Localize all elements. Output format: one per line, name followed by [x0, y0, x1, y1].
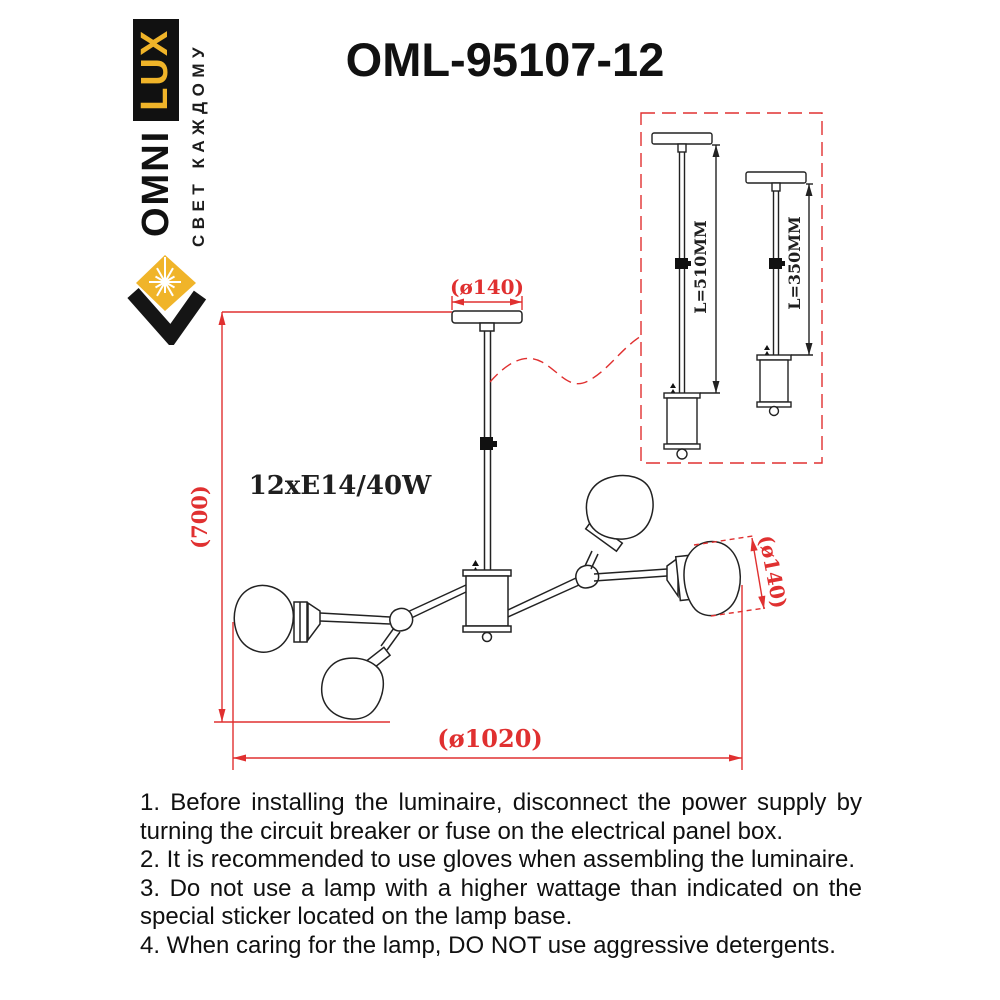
left-arm: [293, 584, 467, 680]
dimension-shade-diameter: [693, 535, 766, 617]
down-rod: [483, 331, 492, 570]
overall-diameter-label: (ø1020): [437, 724, 543, 753]
long-rod-label: L=510MM: [691, 220, 710, 313]
glass-globes: [233, 474, 742, 720]
canopy-diameter-label: (ø140): [450, 275, 524, 299]
bulb-spec-label: 12xE14/40W: [249, 471, 432, 501]
instruction-item-3: 3. Do not use a lamp with a higher watta…: [140, 874, 862, 931]
globe-right: [683, 540, 742, 617]
dimension-height: [214, 311, 452, 723]
short-rod-assembly: [745, 171, 813, 417]
canopy-collar: [479, 322, 495, 332]
dimension-canopy-diameter: [451, 296, 523, 310]
safety-instructions: 1. Before installing the luminaire, disc…: [140, 789, 862, 961]
globe-bottom: [321, 657, 384, 720]
detail-leader-line: [489, 335, 642, 385]
rod-connector: [480, 437, 497, 450]
rod-detail-inset: [651, 132, 813, 460]
detail-inset-frame: [640, 112, 823, 464]
long-rod-assembly: [651, 132, 720, 460]
instruction-item-1: 1. Before installing the luminaire, disc…: [140, 789, 862, 845]
short-rod-label: L=350MM: [785, 216, 804, 309]
globe-top-right: [585, 474, 654, 540]
height-label: (700): [187, 485, 212, 549]
ceiling-canopy: [451, 310, 523, 324]
omnilux-diamond-icon: [127, 255, 207, 345]
right-arm: [507, 519, 694, 618]
instruction-item-4: 4. When caring for the lamp, DO NOT use …: [140, 931, 836, 959]
dimensions: [214, 112, 823, 770]
logo-chevron: [127, 288, 207, 345]
instruction-item-2: 2. It is recommended to use gloves when …: [140, 846, 856, 874]
luminaire-drawing: [233, 310, 742, 720]
globe-left: [233, 584, 295, 653]
central-body: [462, 569, 512, 643]
logo-starburst: [149, 257, 181, 297]
model-title: OML-95107-12: [345, 33, 665, 86]
dimension-overall-diameter: [232, 585, 743, 770]
